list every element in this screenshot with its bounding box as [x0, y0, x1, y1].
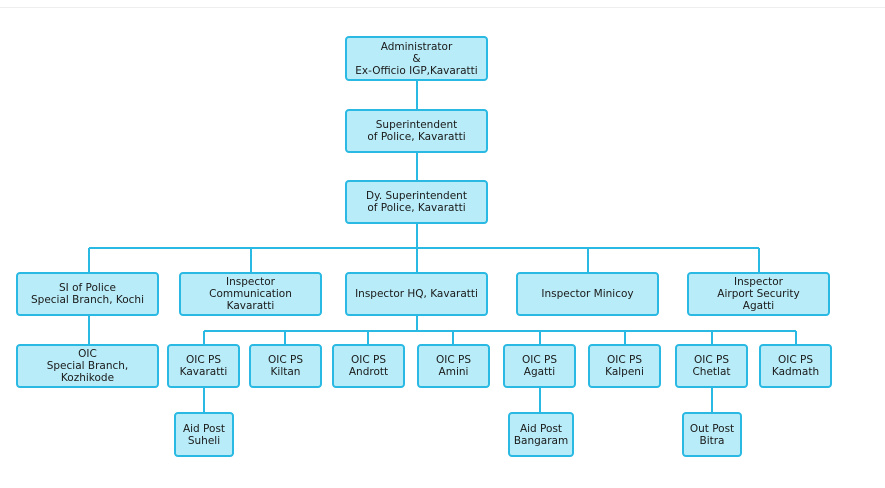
- node-oic-chetlat: OIC PS Chetlat: [675, 344, 748, 388]
- node-oic-kavaratti: OIC PS Kavaratti: [167, 344, 240, 388]
- node-out-post-bitra: Out Post Bitra: [682, 412, 742, 457]
- node-oic-amini: OIC PS Amini: [417, 344, 490, 388]
- node-aid-post-suheli: Aid Post Suheli: [174, 412, 234, 457]
- node-inspector-communication: Inspector Communication Kavaratti: [179, 272, 322, 316]
- node-dy-superintendent: Dy. Superintendent of Police, Kavaratti: [345, 180, 488, 224]
- node-inspector-airport: Inspector Airport Security Agatti: [687, 272, 830, 316]
- node-oic-special-branch: OIC Special Branch, Kozhikode: [16, 344, 159, 388]
- node-si-special-branch: SI of Police Special Branch, Kochi: [16, 272, 159, 316]
- node-administrator: Administrator & Ex-Officio IGP,Kavaratti: [345, 36, 488, 81]
- top-divider: [0, 7, 885, 8]
- node-oic-kalpeni: OIC PS Kalpeni: [588, 344, 661, 388]
- node-superintendent: Superintendent of Police, Kavaratti: [345, 109, 488, 153]
- node-aid-post-bangaram: Aid Post Bangaram: [508, 412, 574, 457]
- node-oic-kiltan: OIC PS Kiltan: [249, 344, 322, 388]
- node-oic-andrott: OIC PS Andrott: [332, 344, 405, 388]
- node-oic-agatti: OIC PS Agatti: [503, 344, 576, 388]
- node-inspector-hq: Inspector HQ, Kavaratti: [345, 272, 488, 316]
- node-oic-kadmath: OIC PS Kadmath: [759, 344, 832, 388]
- node-inspector-minicoy: Inspector Minicoy: [516, 272, 659, 316]
